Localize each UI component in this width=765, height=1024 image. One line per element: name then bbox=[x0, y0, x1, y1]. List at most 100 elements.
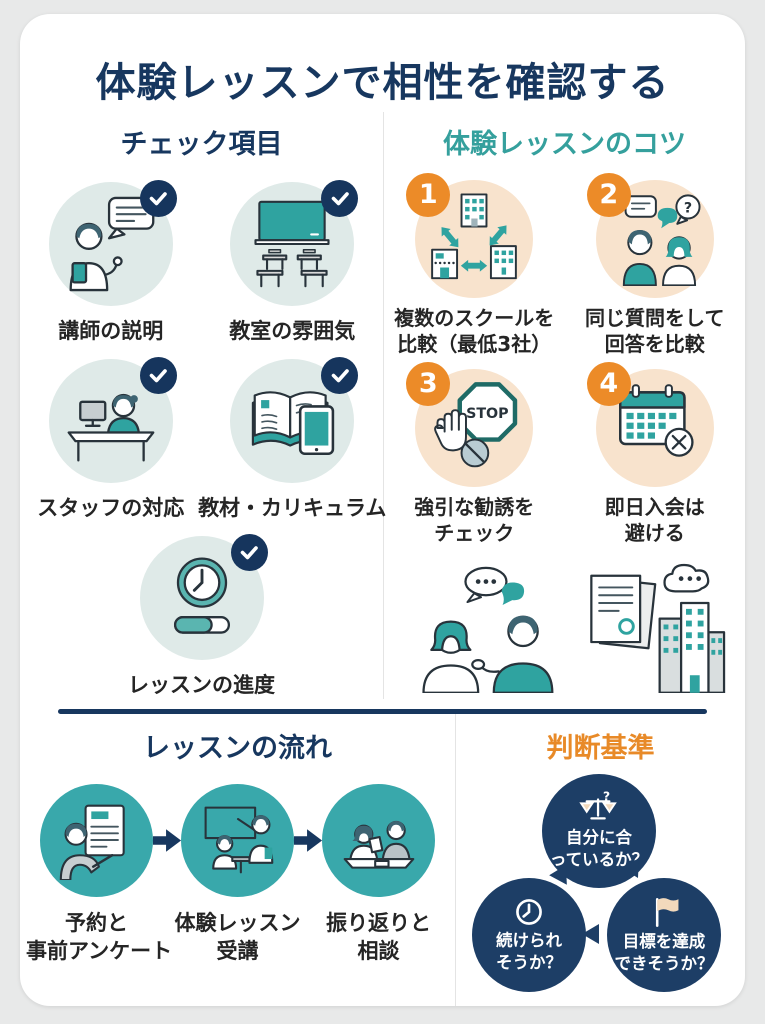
criteria-goal-circle: 目標を達成 できそうか？ bbox=[607, 877, 721, 992]
compare-answers-icon: ? bbox=[622, 194, 701, 286]
calendar-x-icon bbox=[618, 384, 694, 457]
staff-icon bbox=[67, 393, 155, 462]
check-item-classroom: 教室の雰囲気 bbox=[202, 179, 384, 345]
check-circle bbox=[48, 179, 177, 306]
flow-label-line1: 振り返りと bbox=[326, 910, 431, 935]
check-item-label: スタッフの対応 bbox=[37, 495, 185, 520]
materials-icon bbox=[252, 391, 335, 455]
check-badge-icon bbox=[230, 533, 268, 571]
flow-step-reserve-circle bbox=[40, 783, 153, 897]
criteria-section-heading: 判断基準 bbox=[546, 732, 655, 764]
tip-label-line1: 複数のスクールを bbox=[394, 305, 555, 330]
check-badge-icon bbox=[139, 356, 177, 394]
tips-grid: 1 複数のスクールを 比較（最低3社） bbox=[384, 168, 745, 546]
flow-labels: 予約と 事前アンケート 体験レッスン 受講 振り返りと 相談 bbox=[20, 909, 455, 966]
flow-label-line2: 受講 bbox=[216, 938, 259, 963]
tip-circle: ? 2 bbox=[586, 172, 714, 298]
tip-circle: STOP 3 bbox=[406, 361, 534, 487]
tip-label-line2: 回答を比較 bbox=[604, 331, 705, 356]
check-item-materials: 教材・カリキュラム bbox=[198, 356, 386, 522]
bottom-section: レッスンの流れ bbox=[20, 713, 745, 1006]
instructor-icon bbox=[69, 196, 155, 291]
flow-step-lesson-circle bbox=[181, 783, 294, 897]
tip-number-badge: 4 bbox=[586, 361, 631, 406]
compare-schools-icon bbox=[431, 193, 518, 279]
criteria-label-line2: っているか？ bbox=[549, 849, 649, 869]
flow-label-line1: 予約と bbox=[65, 910, 128, 935]
tip-item-label: 複数のスクールを 比較（最低3社） bbox=[394, 305, 554, 357]
flow-step-label: 予約と 事前アンケート bbox=[26, 909, 172, 966]
check-item-instructor: 講師の説明 bbox=[20, 179, 202, 345]
criteria-fit-circle: ? 自分に合 っているか？ bbox=[542, 773, 656, 888]
tip-number-badge: 2 bbox=[586, 172, 631, 217]
check-badge-icon bbox=[321, 179, 359, 217]
consultation-illustration bbox=[421, 563, 725, 693]
stop-sign-label: STOP bbox=[466, 406, 509, 422]
check-badge-icon bbox=[321, 356, 359, 394]
tip-label-line2: 避ける bbox=[624, 520, 685, 545]
question-mark-glyph: ? bbox=[684, 200, 692, 216]
tip-item-pushy-sales: STOP 3 強引な勧誘を チェック bbox=[384, 361, 565, 546]
check-item-staff: スタッフの対応 bbox=[20, 356, 202, 522]
tip-label-line1: 即日入会は bbox=[604, 494, 705, 519]
reserve-survey-icon bbox=[59, 804, 125, 880]
check-section: チェック項目 bbox=[20, 112, 386, 699]
check-item-label: レッスンの進度 bbox=[128, 672, 275, 697]
tip-circle: 1 bbox=[406, 172, 534, 298]
flag-icon bbox=[648, 895, 680, 929]
check-section-heading: チェック項目 bbox=[120, 129, 283, 160]
flow-step-label: 体験レッスン 受講 bbox=[167, 909, 308, 966]
tip-label-line2: 比較（最低3社） bbox=[397, 331, 552, 356]
tip-label-line1: 同じ質問をして bbox=[585, 305, 725, 330]
tip-item-avoid-sameday: 4 即日入会は 避ける bbox=[565, 361, 746, 546]
criteria-label-line2: そうか？ bbox=[496, 952, 562, 972]
top-section: チェック項目 bbox=[20, 112, 745, 699]
check-badge-icon bbox=[139, 179, 177, 217]
tip-label-line2: チェック bbox=[434, 520, 515, 545]
criteria-label-line1: 自分に合 bbox=[566, 828, 632, 848]
classroom-icon bbox=[254, 200, 330, 288]
criteria-continue-circle: 続けられ そうか？ bbox=[472, 877, 586, 992]
check-item-progress: レッスンの進度 bbox=[20, 533, 383, 699]
progress-icon bbox=[173, 557, 230, 634]
tip-number-badge: 3 bbox=[406, 361, 451, 406]
criteria-label-line1: 目標を達成 bbox=[622, 932, 706, 952]
check-grid: 講師の説明 bbox=[20, 168, 386, 699]
clock-icon bbox=[513, 896, 545, 928]
tip-item-label: 同じ質問をして 回答を比較 bbox=[585, 305, 724, 357]
flow-section: レッスンの流れ bbox=[20, 713, 456, 1006]
criteria-label-line1: 続けられ bbox=[496, 931, 562, 951]
flow-step-label: 振り返りと 相談 bbox=[308, 909, 449, 966]
check-circle bbox=[230, 356, 359, 483]
check-circle bbox=[139, 533, 268, 660]
tip-number-badge: 1 bbox=[406, 172, 451, 217]
tip-item-label: 強引な勧誘を チェック bbox=[414, 494, 534, 546]
tips-section: 体験レッスンのコツ bbox=[384, 112, 745, 699]
flow-arrow-icon bbox=[293, 827, 323, 854]
flow-step-review-circle bbox=[322, 783, 435, 897]
flow-label-line1: 体験レッスン bbox=[174, 910, 301, 935]
check-circle bbox=[48, 356, 177, 483]
check-item-label: 教室の雰囲気 bbox=[229, 318, 356, 343]
balance-scale-icon: ? bbox=[576, 791, 622, 825]
check-item-label: 講師の説明 bbox=[58, 318, 164, 343]
tip-item-label: 即日入会は 避ける bbox=[605, 494, 705, 546]
question-mark-glyph: ? bbox=[603, 791, 610, 803]
criteria-label-line2: できそうか？ bbox=[614, 953, 714, 973]
infographic-card: 体験レッスンで相性を確認する チェック項目 bbox=[20, 14, 745, 1006]
criteria-diagram: ? 自分に合 っているか？ 続けられ そうか？ bbox=[456, 773, 745, 1006]
flow-arrow-icon bbox=[152, 827, 182, 854]
flow-section-heading: レッスンの流れ bbox=[143, 732, 332, 764]
tip-label-line1: 強引な勧誘を bbox=[414, 494, 535, 519]
tip-item-compare-answers: ? 2 同じ質問をして bbox=[565, 172, 746, 357]
section-divider bbox=[58, 708, 707, 714]
trial-lesson-icon bbox=[204, 806, 273, 874]
flow-label-line2: 事前アンケート bbox=[26, 938, 173, 963]
check-circle bbox=[230, 179, 359, 306]
consultation-illustration-wrap bbox=[384, 556, 745, 693]
review-consult-icon bbox=[343, 820, 414, 869]
tip-item-compare-schools: 1 複数のスクールを 比較（最低3社） bbox=[384, 172, 565, 357]
flow-diagram bbox=[20, 783, 455, 897]
tips-section-heading: 体験レッスンのコツ bbox=[443, 129, 686, 160]
